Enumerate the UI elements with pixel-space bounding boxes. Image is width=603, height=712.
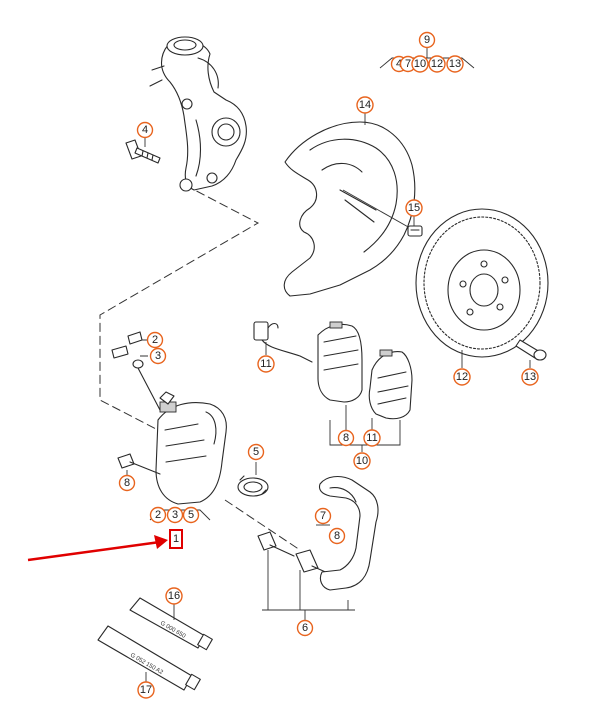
guide-pin-upper bbox=[257, 531, 295, 557]
callout-8-pads[interactable]: 8 bbox=[337, 429, 355, 447]
svg-text:6: 6 bbox=[302, 622, 308, 634]
lead-shield-screw bbox=[342, 189, 411, 229]
svg-text:3: 3 bbox=[172, 509, 178, 521]
callout-13[interactable]: 13 bbox=[521, 368, 539, 386]
callout-10[interactable]: 10 bbox=[353, 452, 371, 470]
svg-text:15: 15 bbox=[408, 202, 420, 214]
callout-2-top[interactable]: 2 bbox=[146, 331, 164, 349]
knuckle-bolt bbox=[125, 139, 161, 164]
svg-text:8: 8 bbox=[343, 432, 349, 444]
caliper-seal bbox=[237, 475, 269, 497]
svg-text:14: 14 bbox=[359, 99, 371, 111]
guide-pin-lower bbox=[295, 549, 331, 575]
callout-6[interactable]: 6 bbox=[296, 619, 314, 637]
svg-text:8: 8 bbox=[334, 530, 340, 542]
assembly-path-line bbox=[99, 184, 260, 431]
lead-2-3 bbox=[140, 339, 148, 357]
svg-text:16: 16 bbox=[168, 590, 180, 602]
callout-caliper-5[interactable]: 5 bbox=[182, 506, 200, 524]
brake-pad-inner bbox=[368, 349, 413, 420]
pointer-arrow bbox=[27, 535, 168, 562]
callout-caliper-3[interactable]: 3 bbox=[166, 506, 184, 524]
svg-text:4: 4 bbox=[142, 124, 148, 136]
callout-9-12[interactable]: 12 bbox=[428, 55, 446, 73]
svg-text:17: 17 bbox=[140, 684, 152, 696]
svg-text:7: 7 bbox=[405, 58, 411, 70]
svg-text:13: 13 bbox=[449, 58, 461, 70]
lead-pads bbox=[345, 405, 373, 430]
svg-text:12: 12 bbox=[456, 371, 468, 383]
callout-14[interactable]: 14 bbox=[356, 96, 374, 114]
svg-text:12: 12 bbox=[431, 58, 443, 70]
svg-text:5: 5 bbox=[253, 446, 259, 458]
svg-text:4: 4 bbox=[396, 58, 402, 70]
svg-text:3: 3 bbox=[155, 350, 161, 362]
callout-8-bracket[interactable]: 8 bbox=[328, 527, 346, 545]
svg-text:2: 2 bbox=[152, 334, 158, 346]
callout-16[interactable]: 16 bbox=[165, 587, 183, 605]
grease-tube-16: G 000 650 bbox=[129, 597, 213, 651]
svg-text:2: 2 bbox=[155, 509, 161, 521]
assembly-path-line-caliper bbox=[224, 499, 301, 551]
svg-text:7: 7 bbox=[320, 510, 326, 522]
bracket-10 bbox=[329, 420, 401, 446]
svg-text:13: 13 bbox=[524, 371, 536, 383]
svg-text:8: 8 bbox=[124, 477, 130, 489]
svg-text:10: 10 bbox=[356, 455, 368, 467]
brake-caliper bbox=[155, 391, 227, 505]
selected-part-label: 1 bbox=[173, 533, 179, 545]
callout-15[interactable]: 15 bbox=[405, 199, 423, 217]
splash-shield bbox=[283, 121, 416, 297]
callout-5-seal[interactable]: 5 bbox=[247, 443, 265, 461]
grease-tube-17: G 052 150 A2 bbox=[97, 625, 201, 691]
callout-17[interactable]: 17 bbox=[137, 681, 155, 699]
caliper-bolt bbox=[117, 453, 161, 475]
steering-knuckle bbox=[149, 36, 247, 192]
selected-part-marker[interactable]: 1 bbox=[169, 529, 183, 549]
callout-9[interactable]: 9 bbox=[418, 31, 436, 49]
caliper-carrier bbox=[318, 475, 379, 591]
callout-12[interactable]: 12 bbox=[453, 368, 471, 386]
svg-text:11: 11 bbox=[366, 432, 377, 444]
wear-sensor bbox=[253, 321, 313, 363]
callout-9-10[interactable]: 10 bbox=[411, 55, 429, 73]
svg-text:5: 5 bbox=[188, 509, 194, 521]
callout-caliper-2[interactable]: 2 bbox=[149, 506, 167, 524]
brake-disc bbox=[415, 208, 549, 358]
disc-screw bbox=[515, 339, 547, 361]
callout-7[interactable]: 7 bbox=[314, 507, 332, 525]
svg-text:9: 9 bbox=[424, 34, 430, 46]
callout-8-bolt[interactable]: 8 bbox=[118, 474, 136, 492]
callout-3-top[interactable]: 3 bbox=[149, 347, 167, 365]
shield-screw bbox=[407, 225, 423, 237]
svg-text:11: 11 bbox=[260, 358, 271, 370]
svg-text:10: 10 bbox=[414, 58, 426, 70]
bracket-6 bbox=[262, 550, 355, 611]
callout-11-sensor[interactable]: 11 bbox=[257, 355, 275, 373]
callout-11-pads[interactable]: 11 bbox=[363, 429, 381, 447]
callout-9-13[interactable]: 13 bbox=[446, 55, 464, 73]
brake-pad-outer bbox=[317, 321, 363, 403]
callout-4[interactable]: 4 bbox=[136, 121, 154, 139]
